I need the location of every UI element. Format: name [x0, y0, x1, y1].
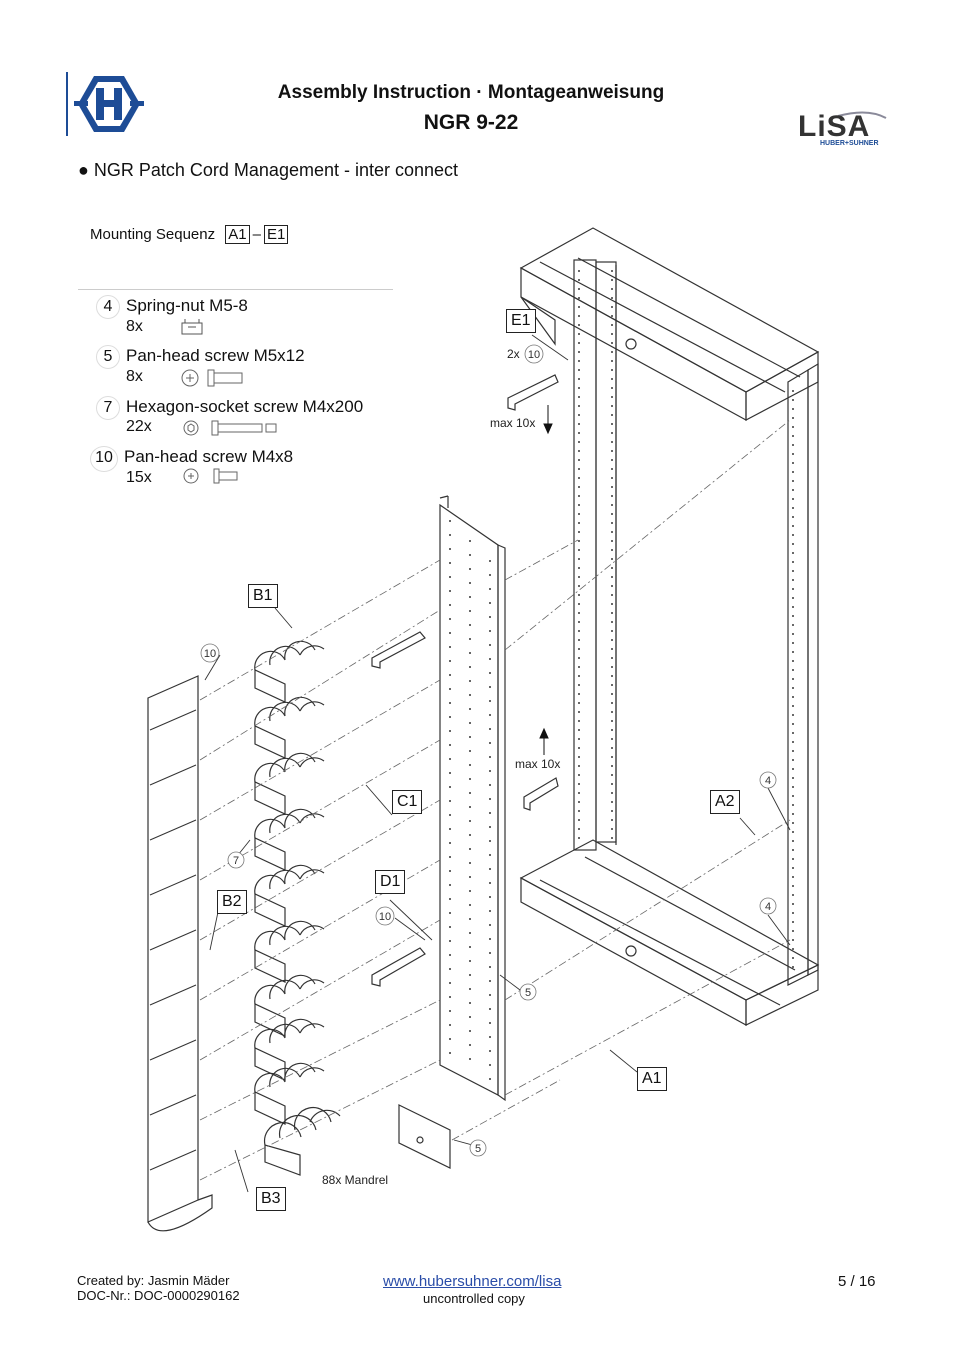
lisa-logo-text: LiSA — [798, 110, 871, 143]
label-b2-screw: 7 — [233, 855, 239, 867]
label-max-mid: max 10x — [515, 757, 560, 771]
lisa-logo-subtext: HUBER+SUHNER — [820, 140, 879, 147]
rack-frame — [519, 227, 820, 1027]
spring-nut-icon — [181, 319, 203, 335]
callout-b2: B2 — [217, 890, 247, 914]
part-qty: 8x — [126, 368, 143, 385]
callout-a2: A2 — [710, 790, 740, 814]
hexagon-socket-screw-icon — [183, 420, 277, 436]
document-title: Assembly Instruction · Montageanweisung — [277, 82, 665, 103]
mounting-from: A1 — [225, 225, 250, 244]
mandrel-group — [254, 640, 341, 1176]
footer-url-link[interactable]: www.hubersuhner.com/lisa — [383, 1273, 562, 1290]
pan-head-screw-small-icon — [183, 468, 238, 484]
part-item: 10 Pan-head screw M4x8 — [90, 446, 293, 472]
label-max-top: max 10x — [490, 416, 535, 430]
part-item: 5 Pan-head screw M5x12 — [96, 345, 305, 369]
label-e1-screw: 10 — [528, 349, 540, 361]
label-e1-count: 2x — [507, 347, 520, 361]
footer-doc-number: DOC-Nr.: DOC-0000290162 — [77, 1288, 240, 1303]
mounting-sequence: Mounting Sequenz A1–E1 — [90, 225, 289, 244]
part-name: Pan-head screw M5x12 — [126, 346, 305, 365]
lisa-logo: LiSA HUBER+SUHNER — [798, 110, 888, 152]
callout-a1: A1 — [637, 1067, 667, 1091]
footer-created: Created by: Jasmin Mäder — [77, 1273, 230, 1288]
part-qty: 8x — [126, 318, 143, 335]
page-number: 5 / 16 — [838, 1273, 876, 1290]
divider — [78, 289, 393, 290]
mounting-to: E1 — [263, 225, 289, 244]
part-item: 4 Spring-nut M5-8 — [96, 295, 248, 319]
part-number: 10 — [90, 446, 118, 472]
huber-suhner-logo — [66, 70, 146, 138]
cable-guide — [147, 675, 213, 1232]
section-title: ● NGR Patch Cord Management - inter conn… — [78, 160, 459, 180]
callout-b3: B3 — [256, 1187, 286, 1211]
part-number: 4 — [96, 295, 120, 319]
label-screw-5a: 5 — [525, 987, 531, 999]
callout-b1: B1 — [248, 584, 278, 608]
label-d1-screw: 10 — [379, 911, 391, 923]
product-name: NGR 9-22 — [423, 111, 519, 134]
part-name: Spring-nut M5-8 — [126, 296, 248, 315]
label-nut-top: 4 — [765, 775, 771, 787]
part-item: 7 Hexagon-socket screw M4x200 — [96, 396, 363, 420]
label-mandrel: 88x Mandrel — [322, 1173, 388, 1187]
label-screw-5b: 5 — [475, 1143, 481, 1155]
callout-d1: D1 — [375, 870, 406, 894]
label-b1-screw: 10 — [204, 648, 216, 660]
part-number: 5 — [96, 345, 120, 369]
part-number: 7 — [96, 396, 120, 420]
part-name: Pan-head screw M4x8 — [124, 447, 294, 466]
pan-head-screw-icon — [181, 369, 243, 387]
callout-e1: E1 — [506, 309, 536, 333]
part-qty: 22x — [126, 418, 152, 435]
cable-panel — [439, 495, 506, 1102]
label-nut-bottom: 4 — [765, 901, 771, 913]
mounting-label: Mounting Sequenz — [90, 226, 216, 243]
footer-uncontrolled: uncontrolled copy — [423, 1291, 525, 1306]
mounting-dash: – — [252, 226, 261, 243]
part-qty: 15x — [126, 469, 152, 486]
part-name: Hexagon-socket screw M4x200 — [126, 397, 364, 416]
callout-c1: C1 — [392, 790, 423, 814]
